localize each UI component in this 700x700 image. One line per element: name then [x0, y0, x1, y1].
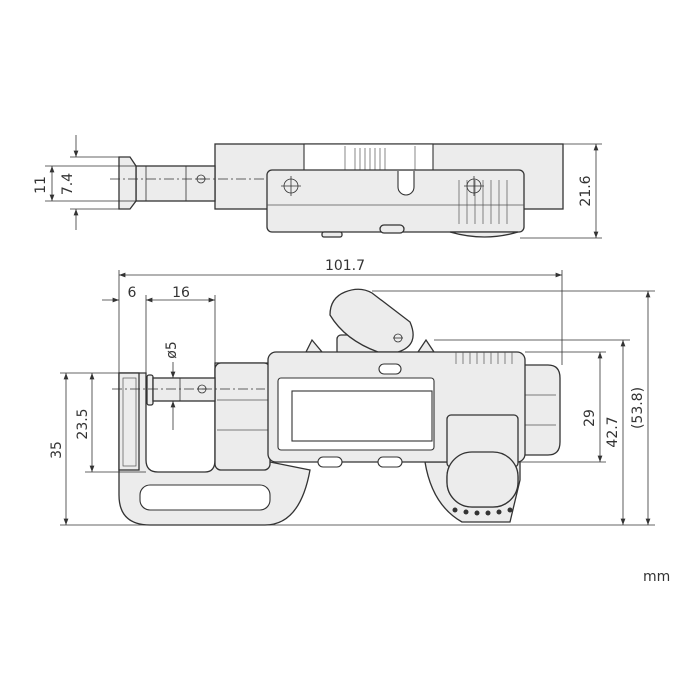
dim-21-6: 21.6 — [578, 175, 594, 206]
dim-7-4: 7.4 — [60, 173, 76, 195]
frame-column — [214, 362, 271, 471]
top-button — [378, 363, 402, 375]
dim-29: 29 — [582, 409, 598, 427]
dim-16: 16 — [172, 285, 190, 301]
left-button — [317, 456, 343, 468]
top-slider — [303, 143, 434, 172]
button — [379, 224, 405, 234]
dim-dia-5: ø5 — [164, 341, 180, 358]
dim-42-7: 42.7 — [605, 416, 621, 447]
side-view: 101.7 6 16 ø5 35 23.5 29 42.7 (53.8) — [49, 258, 655, 526]
dim-53-8: (53.8) — [630, 387, 646, 429]
front-housing — [266, 169, 525, 233]
lcd-screen — [291, 390, 433, 442]
right-button — [377, 456, 403, 468]
dim-101-7: 101.7 — [325, 258, 365, 274]
top-view: 11 7.4 21.6 — [33, 135, 602, 239]
units-label: mm — [643, 569, 670, 585]
dim-23-5: 23.5 — [75, 408, 91, 439]
dim-6: 6 — [128, 285, 137, 301]
dim-35: 35 — [49, 441, 65, 459]
spindle — [135, 165, 216, 202]
dim-11: 11 — [33, 176, 49, 194]
